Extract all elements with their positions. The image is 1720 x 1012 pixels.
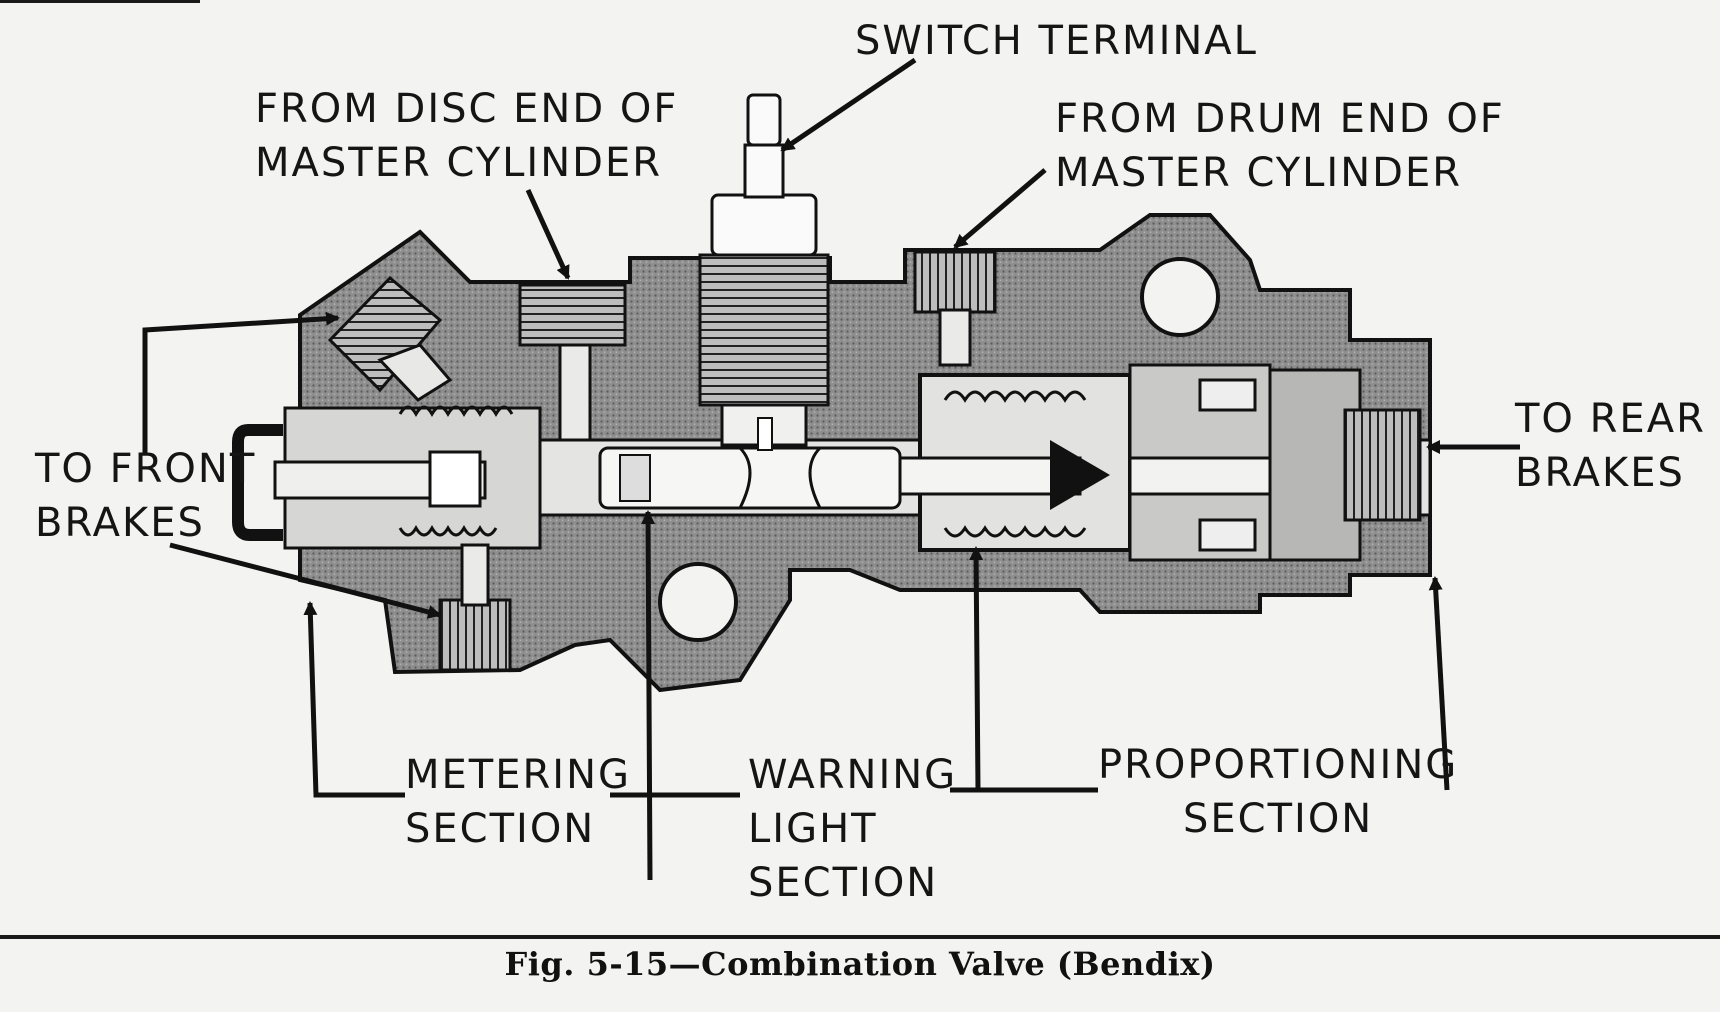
front-brake-port	[438, 543, 512, 672]
label-from-disc: FROM DISC END OF MASTER CYLINDER	[255, 82, 678, 190]
warning-piston	[598, 446, 902, 510]
label-line: LIGHT	[748, 806, 878, 852]
top-rule	[0, 0, 200, 3]
label-line: FROM DRUM END OF	[1055, 96, 1505, 142]
label-line: SECTION	[405, 806, 596, 852]
label-to-rear: TO REAR BRAKES	[1515, 392, 1706, 500]
label-from-drum: FROM DRUM END OF MASTER CYLINDER	[1055, 92, 1505, 200]
label-line: METERING	[405, 752, 631, 798]
label-line: MASTER CYLINDER	[1055, 150, 1463, 196]
disc-top-port	[518, 283, 627, 442]
label-line: BRAKES	[1515, 450, 1685, 496]
label-line: TO REAR	[1515, 396, 1706, 442]
label-line: TO FRONT	[35, 446, 257, 492]
label-line: BRAKES	[35, 500, 205, 546]
rear-brake-port	[1343, 408, 1422, 522]
label-line: FROM DISC END OF	[255, 86, 679, 132]
label-line: WARNING	[748, 752, 958, 798]
label-metering: METERING SECTION	[405, 748, 631, 856]
label-to-front: TO FRONT BRAKES	[35, 442, 256, 550]
label-line: SWITCH TERMINAL	[855, 18, 1258, 64]
label-proportioning: PROPORTIONING SECTION	[1098, 738, 1458, 846]
label-switch-terminal: SWITCH TERMINAL	[855, 14, 1258, 68]
label-line: SECTION	[748, 860, 939, 906]
disc-inlet-port	[327, 275, 453, 402]
label-line: SECTION	[1183, 796, 1374, 842]
proportioning-valve	[898, 363, 1362, 562]
switch-terminal	[698, 93, 830, 451]
leader-lines	[142, 57, 1520, 881]
label-line: MASTER CYLINDER	[255, 140, 663, 186]
caption-rule	[0, 935, 1720, 939]
metering-valve	[232, 405, 542, 550]
label-line: PROPORTIONING	[1098, 742, 1459, 788]
label-warning-light: WARNING LIGHT SECTION	[748, 748, 957, 910]
figure-caption: Fig. 5-15—Combination Valve (Bendix)	[504, 945, 1216, 983]
drum-inlet-port	[913, 250, 997, 367]
